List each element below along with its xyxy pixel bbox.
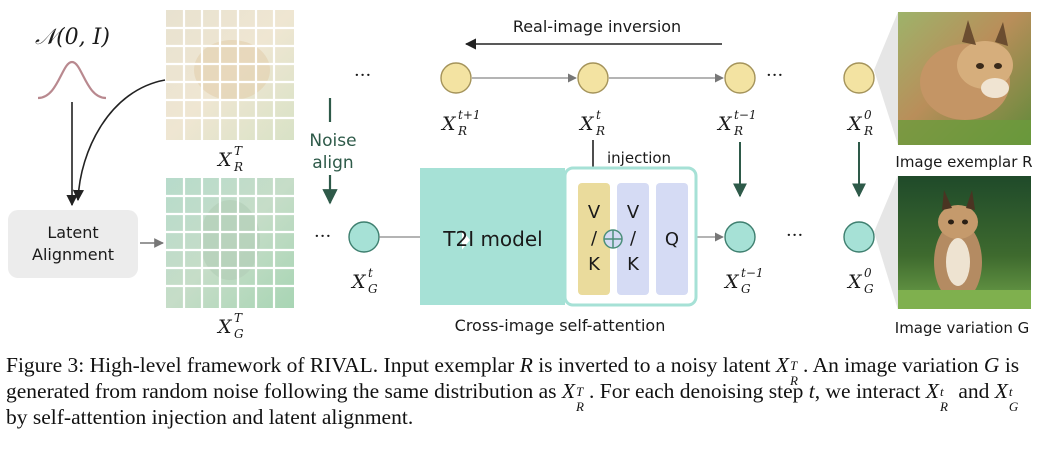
injection-label: injection — [607, 149, 671, 167]
xgT-sub: G — [234, 327, 244, 341]
node-xr-t — [577, 62, 609, 94]
caption-xrT-1-sup: T — [790, 358, 798, 373]
xr0-sup: 0 — [864, 108, 872, 122]
latent-alignment-line1: Latent — [47, 223, 98, 242]
caption-xgt-sup: t — [1008, 384, 1013, 399]
xrt-sup: t — [596, 108, 601, 122]
slash-label-1: / — [591, 228, 598, 249]
t2i-model-funnel — [420, 168, 462, 305]
image-variation-label: Image variation G — [895, 319, 1029, 337]
ellipsis-top-right: ··· — [766, 65, 783, 86]
xgt-sup: t — [368, 266, 373, 280]
caption-xrt-sup: t — [939, 384, 944, 399]
caption-part-2: is inverted to a noisy latent — [532, 353, 776, 377]
q-label: Q — [665, 229, 679, 250]
gaussian-curve — [37, 60, 107, 100]
rival-framework-diagram: 𝒩(0, I) Latent Alignment X T R — [8, 10, 1033, 341]
xrT-to-alignment-arrow — [72, 79, 166, 202]
node-xg-t — [348, 221, 380, 253]
ellipsis-top-left: ··· — [354, 65, 371, 86]
xgt-sub: G — [368, 282, 378, 296]
xgtm1-sub: G — [741, 282, 751, 296]
caption-part-5: . For each denoising step — [589, 379, 809, 403]
xr0-base: X — [846, 113, 863, 135]
caption-part-1: Figure 3: High-level framework of RIVAL.… — [6, 353, 520, 377]
caption-xrT-1-sub: R — [790, 373, 798, 388]
node-xr-t-minus-1 — [724, 62, 756, 94]
node-xr-0 — [843, 62, 875, 94]
noisy-latent-xgT-image — [166, 178, 294, 308]
xrt1-sub: R — [457, 124, 467, 138]
exemplar-callout — [874, 12, 898, 145]
xrtm1-sup: t−1 — [734, 108, 757, 122]
node-xg-t-minus-1 — [724, 221, 756, 253]
xgtm1-sup: t−1 — [741, 266, 764, 280]
xrtm1-base: X — [716, 113, 733, 135]
caption-var-g: G — [983, 353, 1000, 377]
xrT-sup: T — [234, 144, 243, 158]
noise-align-line1: Noise — [309, 131, 356, 151]
caption-part-4: is generated from random noise following… — [6, 353, 1020, 403]
xgtm1-base: X — [723, 271, 740, 293]
image-variation-photo — [898, 176, 1031, 309]
caption-xrT-2-sup: T — [576, 384, 584, 399]
xgT-base: X — [216, 316, 233, 338]
caption-part-3: . An image variation — [803, 353, 984, 377]
q-box — [656, 183, 688, 295]
caption-xrt-sub: R — [939, 399, 948, 414]
image-exemplar-photo — [898, 12, 1031, 145]
latent-alignment-line2: Alignment — [32, 245, 114, 264]
caption-xrT-2: X — [561, 379, 576, 403]
xrT-base: X — [216, 149, 233, 171]
caption-xrt: X — [925, 379, 939, 403]
xrt-base: X — [578, 113, 595, 135]
caption-xgt-sub: G — [1008, 399, 1019, 414]
caption-var-t: t — [808, 379, 815, 403]
slash-label-2: / — [630, 228, 637, 249]
k-label-1: K — [588, 254, 601, 275]
caption-part-7: and — [952, 379, 995, 403]
cross-attention-label: Cross-image self-attention — [455, 316, 666, 335]
k-label-2: K — [627, 254, 640, 275]
caption-xgt: X — [994, 379, 1008, 403]
v-label-1: V — [588, 202, 601, 223]
xgt-base: X — [350, 271, 367, 293]
xg0-sub: G — [864, 282, 874, 296]
figure-caption: Figure 3: High-level framework of RIVAL.… — [6, 352, 1042, 430]
caption-xrT-1: X — [775, 353, 789, 377]
v-label-2: V — [627, 202, 640, 223]
variation-callout — [874, 175, 898, 310]
xrt-sub: R — [595, 124, 605, 138]
node-xg-0 — [843, 221, 875, 253]
latent-alignment-box — [8, 210, 138, 278]
xrtm1-sub: R — [733, 124, 743, 138]
noise-distribution-label: 𝒩(0, I) — [35, 25, 110, 50]
caption-var-r: R — [519, 353, 533, 377]
noise-align-line2: align — [312, 153, 353, 173]
xg0-base: X — [846, 271, 863, 293]
xrt1-base: X — [440, 113, 457, 135]
xgT-sup: T — [234, 311, 243, 325]
image-exemplar-label: Image exemplar R — [895, 153, 1032, 171]
ellipsis-bottom-left: ··· — [314, 226, 331, 247]
caption-part-8: by self-attention injection and latent a… — [6, 405, 414, 429]
xr0-sub: R — [863, 124, 873, 138]
xrt1-sup: t+1 — [458, 108, 481, 122]
xg0-sup: 0 — [864, 266, 872, 280]
vk-exemplar-box — [578, 183, 610, 295]
node-xr-t-plus-1 — [440, 62, 472, 94]
caption-xrT-2-sub: R — [576, 399, 584, 414]
caption-part-6: , we interact — [814, 379, 926, 403]
t2i-model-label: T2I model — [442, 227, 542, 251]
real-image-inversion-label: Real-image inversion — [513, 17, 681, 36]
noisy-latent-xrT-image — [166, 10, 294, 140]
ellipsis-bottom-right: ··· — [786, 225, 803, 246]
vk-variation-box — [617, 183, 649, 295]
xrT-sub: R — [233, 160, 243, 174]
